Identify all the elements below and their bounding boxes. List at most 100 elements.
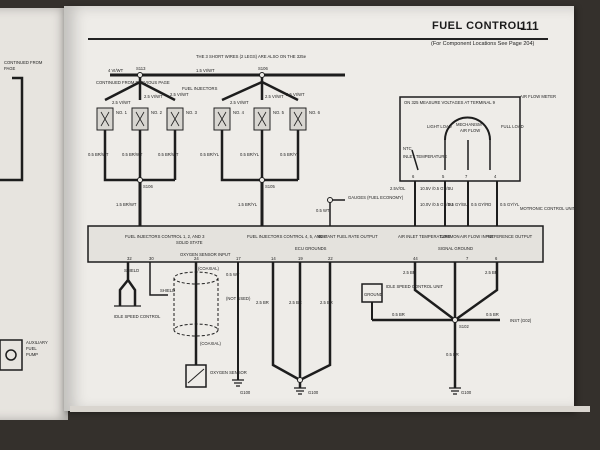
injector-label: NO. 3	[186, 110, 198, 115]
left-page-label: PAGE	[4, 66, 16, 71]
afm-note: ON 325 MEASURE VOLTAGES AT TERMINAL 9	[404, 100, 496, 105]
shield-label: SHIELD	[124, 268, 139, 273]
fuel-injectors-label: FUEL INJECTORS	[182, 86, 218, 91]
wire-label: 0.5 WT	[316, 208, 330, 213]
shield-wire	[149, 262, 168, 296]
wire-label: CONTINUED FROM PREVIOUS PAGE	[96, 80, 170, 85]
afm-label: FULL LOAD	[501, 124, 524, 129]
page-title: FUEL CONTROL	[432, 20, 524, 32]
inst-label: INST (G02)	[510, 318, 532, 323]
ecu-pin: 24	[194, 256, 199, 261]
ecu-label: AIR FLOW INPUT	[460, 234, 494, 239]
ecu-pin: 32	[127, 256, 132, 261]
page-edge	[70, 406, 590, 412]
wire-label: 0.5 BR/WT	[122, 152, 143, 157]
wire-label: 2.5 BR	[256, 300, 269, 305]
ground-symbols	[114, 305, 461, 395]
wire-label: 2.5 BR	[289, 300, 302, 305]
wire-label: 0.5 BR/YL	[280, 152, 300, 157]
ground-icon	[232, 379, 244, 387]
ecu-label: AIR INLET TEMPERATURE	[398, 234, 451, 239]
left-injector-feed	[104, 80, 176, 102]
diagram-labels: CONTINUED FROM PAGE AUXILIARY FUEL PUMP …	[4, 54, 576, 395]
wire-label: 0.5 WT	[226, 272, 240, 277]
left-page-label: FUEL	[26, 346, 37, 351]
injector-6	[289, 107, 307, 131]
coax-label: (COAXIAL)	[198, 266, 220, 271]
right-injector-feed	[221, 80, 299, 102]
afm-label: AIR FLOW	[460, 128, 480, 133]
splice-label: S105	[265, 184, 275, 189]
idle-unit-label: IDLE SPEED CONTROL UNIT	[386, 284, 444, 289]
ecu-pin: 30	[149, 256, 154, 261]
left-injector-returns	[103, 130, 177, 182]
wire-label: 2.5 VI/WT	[230, 100, 249, 105]
injectors	[96, 107, 307, 131]
gauge-label: GAUGES (FUEL ECONOMY)	[348, 195, 404, 200]
left-page	[0, 8, 68, 420]
left-page-label: AUXILIARY	[26, 340, 48, 345]
right-injector-returns	[220, 130, 300, 182]
idle-label: IDLE SPEED CONTROL	[114, 314, 161, 319]
ecu-pin: 44	[413, 256, 418, 261]
ecu-label: OXYGEN SENSOR INPUT	[180, 252, 231, 257]
afm-to-ecu-wires	[414, 181, 498, 228]
ecu-pin: 17	[236, 256, 241, 261]
ecu-label: REFERENCE OUTPUT	[488, 234, 533, 239]
ecu-label: FUEL INJECTORS CONTROL 1, 2, AND 3	[125, 234, 205, 239]
injector-label: NO. 2	[151, 110, 163, 115]
wire-label: 0.5 BR/WT	[88, 152, 109, 157]
ground-icon	[294, 387, 306, 395]
ecu-label: SIGNAL GROUND	[438, 246, 473, 251]
oxygen-sensor-label: OXYGEN SENSOR	[210, 370, 247, 375]
afm-pin: 7	[465, 174, 468, 179]
injector-5	[253, 107, 271, 131]
wire-label: 2.5 VI/WT	[144, 94, 163, 99]
injector-4	[213, 107, 231, 131]
left-page-label: PUMP	[26, 352, 38, 357]
wire-label: 2.5V/OL	[390, 186, 406, 191]
wire-label: 2.5 BR	[320, 300, 333, 305]
ground-ref: G100	[240, 390, 251, 395]
left-page-label: CONTINUED FROM	[4, 60, 43, 65]
ecu-label: COMMON	[440, 234, 460, 239]
afm-label: LIGHT LOAD	[427, 124, 452, 129]
diagram-wires	[0, 73, 544, 388]
splice-label: S113	[136, 66, 146, 71]
wire-label: 10.0V /0.5 GY/BU	[420, 202, 453, 207]
ecu-label: SOLID STATE	[176, 240, 203, 245]
ground-box-label: GROUND	[364, 292, 383, 297]
afm-label: INLET TEMPERATURE	[403, 154, 447, 159]
ecu-title: MOTRONIC CONTROL UNIT	[520, 206, 576, 211]
wire-label: 0.5 BR/YL	[200, 152, 220, 157]
wire-label: 1.5 VI/WT	[196, 68, 215, 73]
wire-label: 1.5 BR/YL	[238, 202, 258, 207]
afm-pin: 4	[494, 174, 497, 179]
signal-ground-wires	[372, 262, 500, 322]
splice-dots	[137, 72, 458, 383]
ecu-ground-wires	[271, 262, 332, 382]
top-note: THE 3 SHORT WIRES (2 LEGS) ARE ALSO ON T…	[196, 54, 307, 59]
wire-label: 2.5 BR	[403, 270, 416, 275]
wire-label: 0.5 GY/YL	[500, 202, 520, 207]
idle-control-wires	[118, 262, 137, 306]
afm-label: NTC	[403, 146, 412, 151]
ecu-pin: 19	[298, 256, 303, 261]
wire-label: 0.5 GY/BU	[448, 202, 468, 207]
wire-label: 2.5 BR	[485, 270, 498, 275]
afm-pin: 6	[412, 174, 415, 179]
aux-pump-icon	[5, 349, 17, 361]
header-rule	[88, 38, 548, 40]
afm-box	[399, 96, 521, 182]
wire-label: 0.5 BR/YL	[240, 152, 260, 157]
injector-label: NO. 4	[233, 110, 245, 115]
shield-label: SHIELD	[160, 288, 175, 293]
splice-label: S106	[143, 184, 153, 189]
ecu-pin: 6	[495, 256, 498, 261]
injector-2	[131, 107, 149, 131]
injector-1	[96, 107, 114, 131]
ecu-label: FUEL INJECTORS CONTROL 4, 5, AND 6	[247, 234, 327, 239]
injector-label: NO. 5	[273, 110, 285, 115]
ground-ref: G100	[461, 390, 472, 395]
